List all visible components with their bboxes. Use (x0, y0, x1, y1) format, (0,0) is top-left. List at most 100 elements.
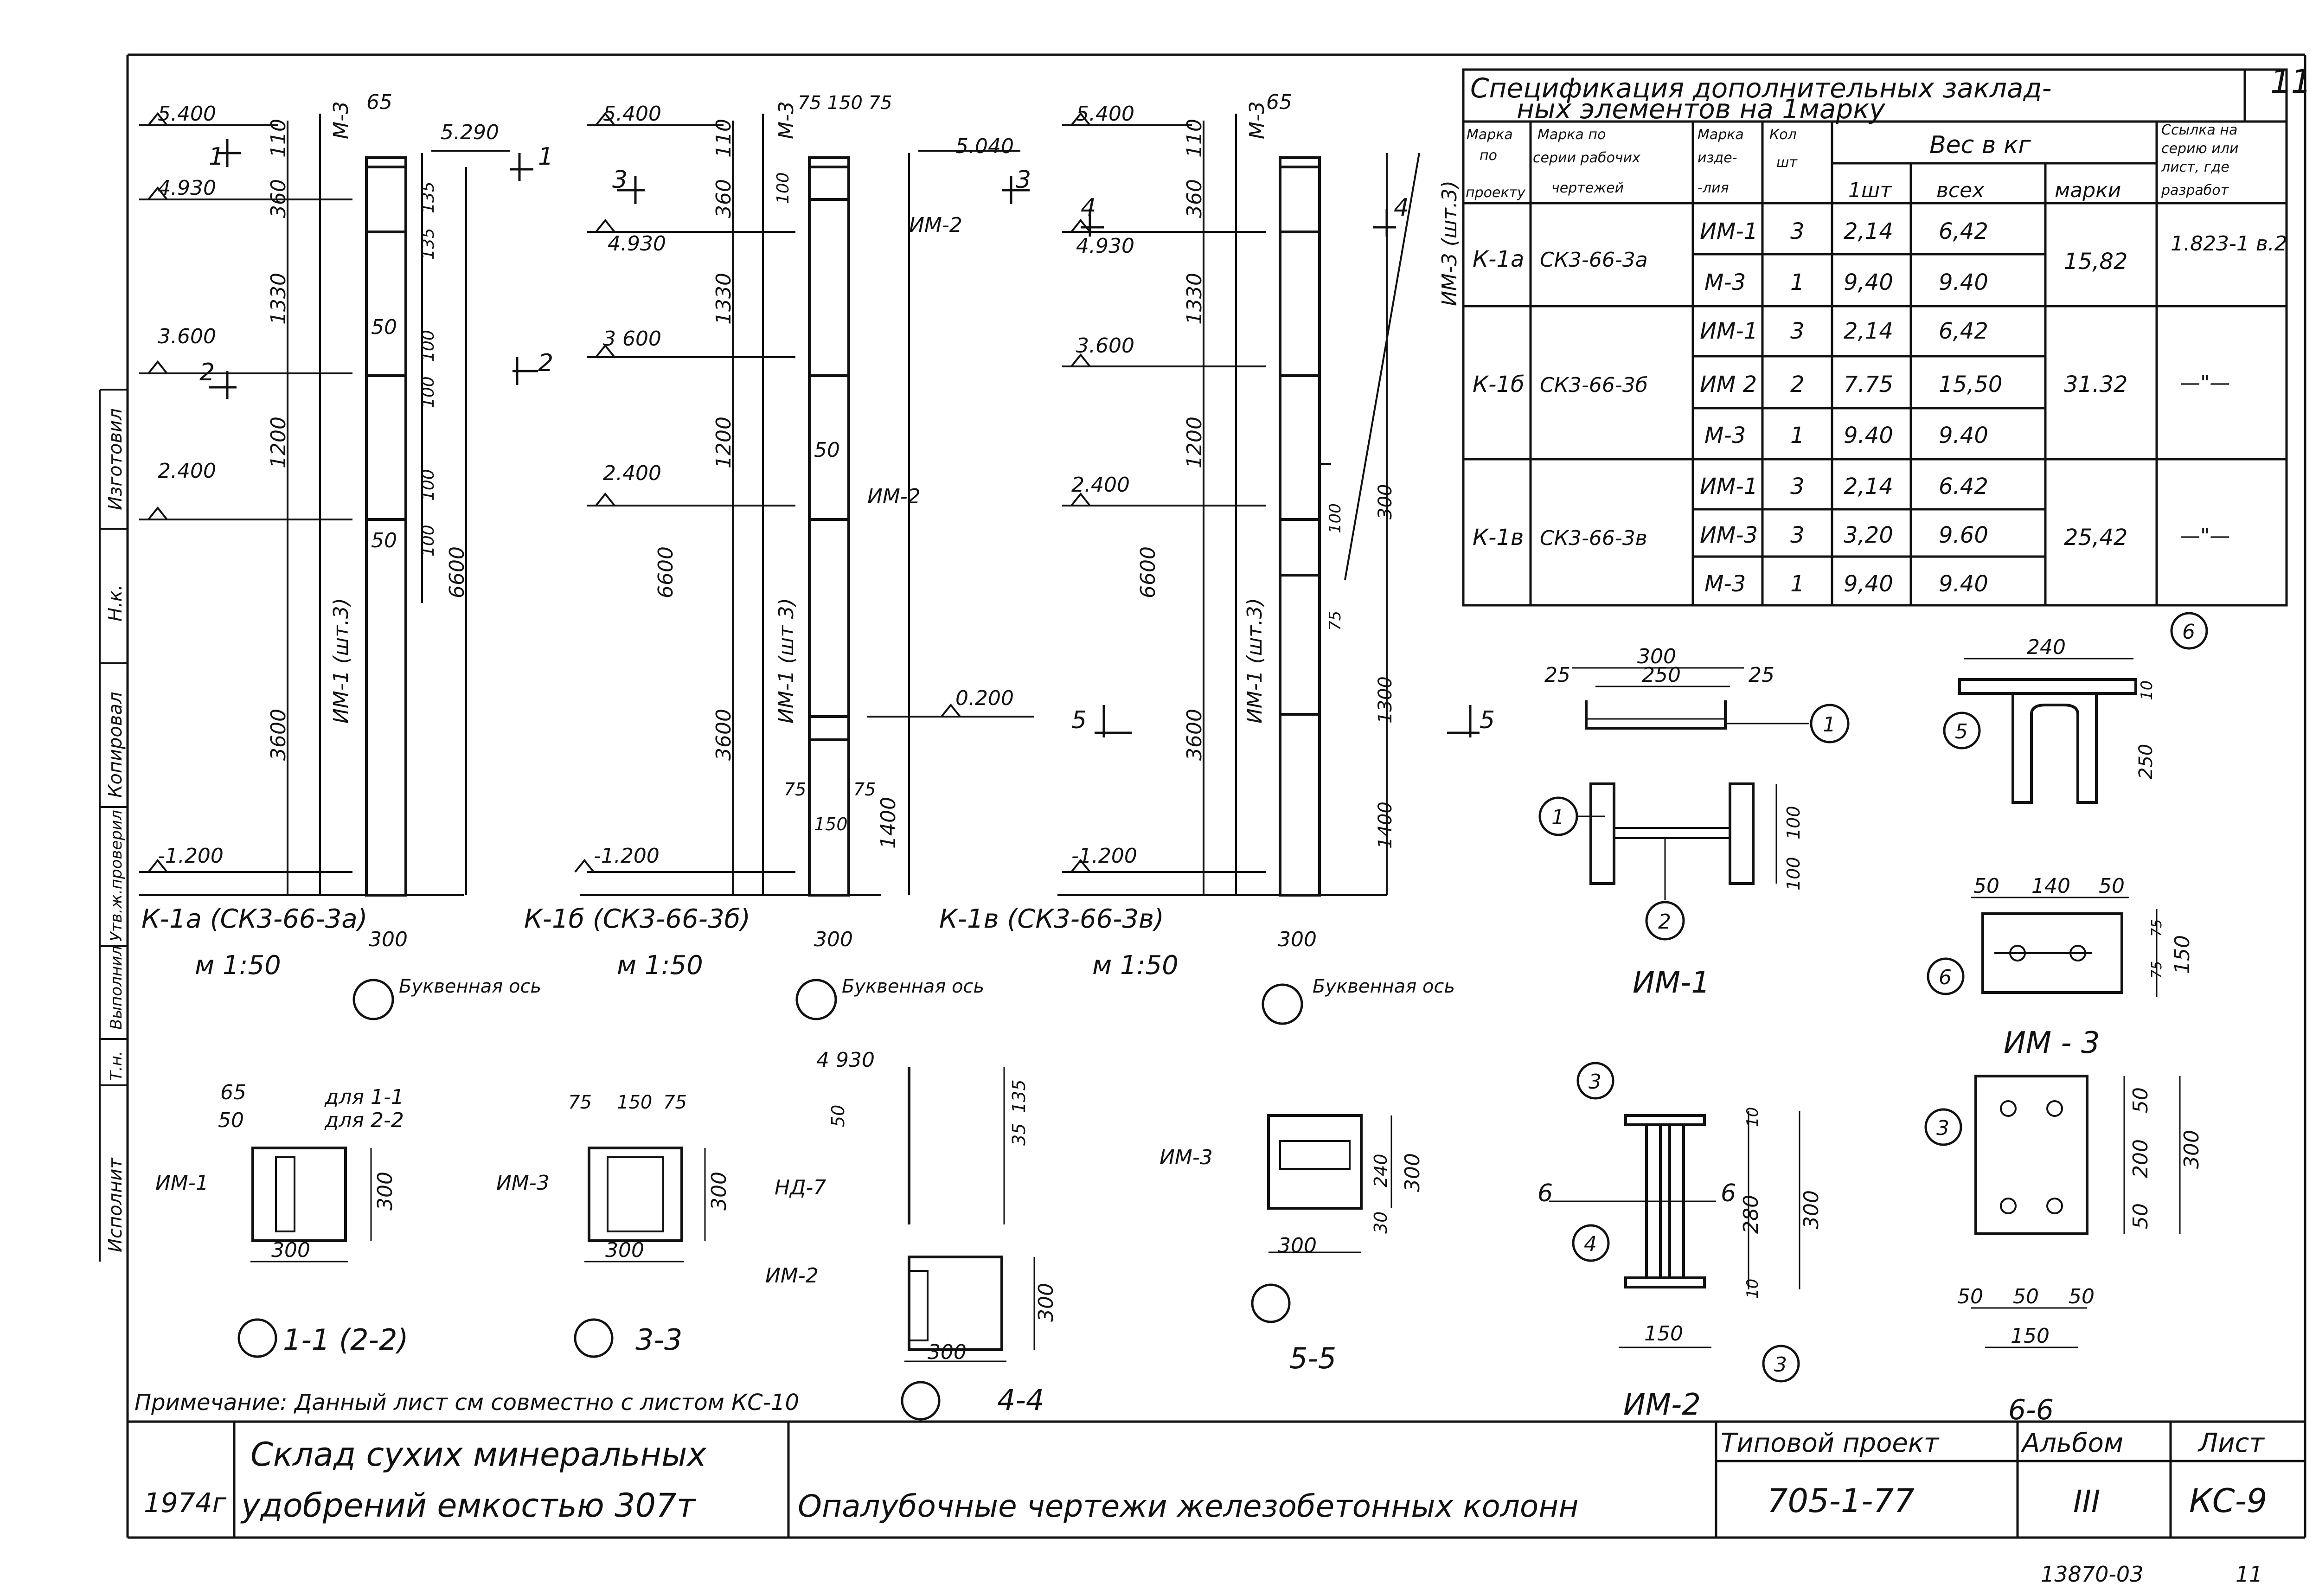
sec33-300b: 300 (707, 1172, 731, 1211)
c2-level-2: 3.600 (1076, 334, 1134, 358)
sec44-300b: 300 (1034, 1283, 1058, 1322)
im3-dim-50b: 50 (2099, 874, 2125, 898)
c2-section-5a: 5 (1071, 706, 1087, 734)
hdr-mark-series-2: чертежей (1551, 180, 1624, 196)
im1-callout-2: 2 (1658, 910, 1671, 934)
sec11-im1: ИМ-1 (155, 1171, 209, 1195)
g1-series: СК3-66-3б (1540, 373, 1648, 397)
c0-total: 6600 (445, 546, 469, 598)
im1-dim-25b: 25 (1749, 663, 1774, 687)
im3-callout-6a: 6 (2182, 620, 2195, 644)
g1-r1-all: 15,50 (1939, 372, 2002, 397)
g1-r2-each: 9.40 (1844, 423, 1893, 449)
c0-level-4: -1.200 (158, 844, 224, 868)
s66-dim-50c: 50 (1957, 1285, 1983, 1308)
part-im2-text: ИМ-2 10 280 10 300 150 6 6 3 4 3 (1537, 1070, 1823, 1422)
g2-r1-all: 9.60 (1939, 522, 1988, 548)
spec-body: К-1а СК3-66-3а 15,82 1.823-1 в.2 ИМ-1 3 … (1473, 218, 2287, 597)
c1-width: 300 (814, 928, 853, 951)
g0-r0-each: 2,14 (1844, 218, 1893, 244)
g0-r1-each: 9,40 (1844, 269, 1893, 295)
im2-dim-150: 150 (1644, 1322, 1683, 1346)
g2-r1-qty: 3 (1790, 522, 1805, 548)
g1-r0-qty: 3 (1790, 318, 1805, 344)
c0-dr-5: 100 (419, 525, 438, 557)
c2-width: 300 (1278, 928, 1317, 951)
sec44-level: 4 930 (816, 1048, 875, 1072)
g0-r1-item: М-3 (1704, 269, 1746, 295)
c2-dim-3: 1200 (1183, 417, 1206, 468)
c0-caption: К-1а (СК3-66-3а) (141, 904, 368, 934)
c0-dr-2: 100 (419, 330, 438, 362)
g2-r0-each: 2,14 (1844, 474, 1893, 500)
im2-callout-3a: 3 (1589, 1070, 1602, 1094)
g2-r1-item: ИМ-3 (1700, 522, 1758, 548)
c1-caption: К-1б (СК3-66-3б) (524, 904, 750, 934)
hdr-w-mark: марки (2055, 179, 2121, 202)
im2-callout-4: 4 (1584, 1232, 1597, 1256)
sec55-300a: 300 (1278, 1234, 1317, 1257)
c0-scale: м 1:50 (195, 950, 281, 981)
im1-dim-250: 250 (1642, 663, 1681, 687)
im1-dim-25a: 25 (1544, 663, 1570, 687)
g0-r0-all: 6,42 (1939, 218, 1988, 244)
sec44-nd7: НД-7 (775, 1176, 826, 1199)
bottom-page: 11 (2236, 1562, 2263, 1587)
im3-callout-6b: 6 (1939, 966, 1952, 989)
g2-r0-qty: 3 (1790, 474, 1805, 500)
hdr-mark-project-2: проекту (1466, 185, 1526, 201)
s66-dim-50b: 50 (2129, 1203, 2152, 1229)
im1-callout-1a: 1 (1823, 713, 1836, 737)
c1-dim-1: 360 (712, 179, 736, 218)
column-texts: 5.400 4.930 3.600 2.400 -1.200 5.290 1 1… (141, 90, 1495, 997)
hdr-mark-item-1: изде- (1698, 150, 1737, 166)
c1-dim-2: 1330 (712, 273, 736, 325)
g0-r1-qty: 1 (1790, 269, 1805, 295)
g1-mark: К-1б (1473, 372, 1525, 397)
sheet-number: 11 (2270, 63, 2312, 101)
sec11-title: 1-1 (2-2) (283, 1323, 409, 1357)
stamp-sheet-no: КС-9 (2189, 1482, 2267, 1520)
part-s66 (1924, 1075, 2181, 1348)
g2-series: СК3-66-3в (1540, 526, 1647, 550)
c0-dr-0: 135 (419, 181, 438, 213)
hdr-mark-series-1: серии рабочих (1533, 150, 1640, 166)
im1-dim-100b: 100 (1783, 857, 1804, 891)
section-drawings (250, 1067, 1392, 1362)
c1-75a: 75 (784, 779, 806, 800)
c2-dim-0: 110 (1183, 119, 1206, 158)
hdr-w-all: всех (1936, 179, 1985, 202)
spec-table (1462, 68, 2288, 607)
c2-level-1: 4.930 (1076, 234, 1134, 258)
c1-im1: ИМ-1 (шт 3) (775, 598, 798, 724)
sec33-75b: 75 (663, 1092, 687, 1113)
c1-total: 6600 (654, 546, 678, 598)
c2-section-5b: 5 (1480, 706, 1495, 734)
sec11-300a: 300 (271, 1238, 310, 1262)
side-label-5: Т.н. (107, 1051, 126, 1081)
s66-dim-300: 300 (2180, 1130, 2204, 1169)
c2-axis: Буквенная ось (1313, 976, 1455, 997)
sec11-300b: 300 (373, 1172, 397, 1211)
g2-r2-each: 9,40 (1844, 571, 1893, 597)
c1-dim-3: 1200 (712, 417, 736, 468)
g1-r2-all: 9.40 (1939, 423, 1988, 449)
g1-r1-item: ИМ 2 (1700, 372, 1757, 397)
c2-im1: ИМ-1 (шт.3) (1243, 598, 1267, 724)
sec44-50: 50 (828, 1105, 848, 1127)
sec55-30: 30 (1371, 1211, 1391, 1234)
sec33-300a: 300 (605, 1238, 644, 1262)
sec11-note-a: для 1-1 (324, 1085, 404, 1109)
c1-dim-0: 110 (712, 119, 736, 158)
c0-dim-1: 360 (267, 179, 290, 218)
hdr-mark-project-1: по (1480, 147, 1497, 164)
g2-r1-each: 3,20 (1844, 522, 1893, 548)
section-arrows (209, 139, 1480, 737)
bottom-code: 13870-03 (2041, 1562, 2143, 1587)
im3-dim-50a: 50 (1973, 874, 1999, 898)
g0-total: 15,82 (2064, 249, 2127, 275)
c2-section-4a: 4 (1081, 194, 1096, 222)
sec33-75a: 75 (568, 1092, 592, 1113)
sec44-im2: ИМ-2 (765, 1264, 819, 1288)
im2-title: ИМ-2 (1623, 1388, 1701, 1422)
